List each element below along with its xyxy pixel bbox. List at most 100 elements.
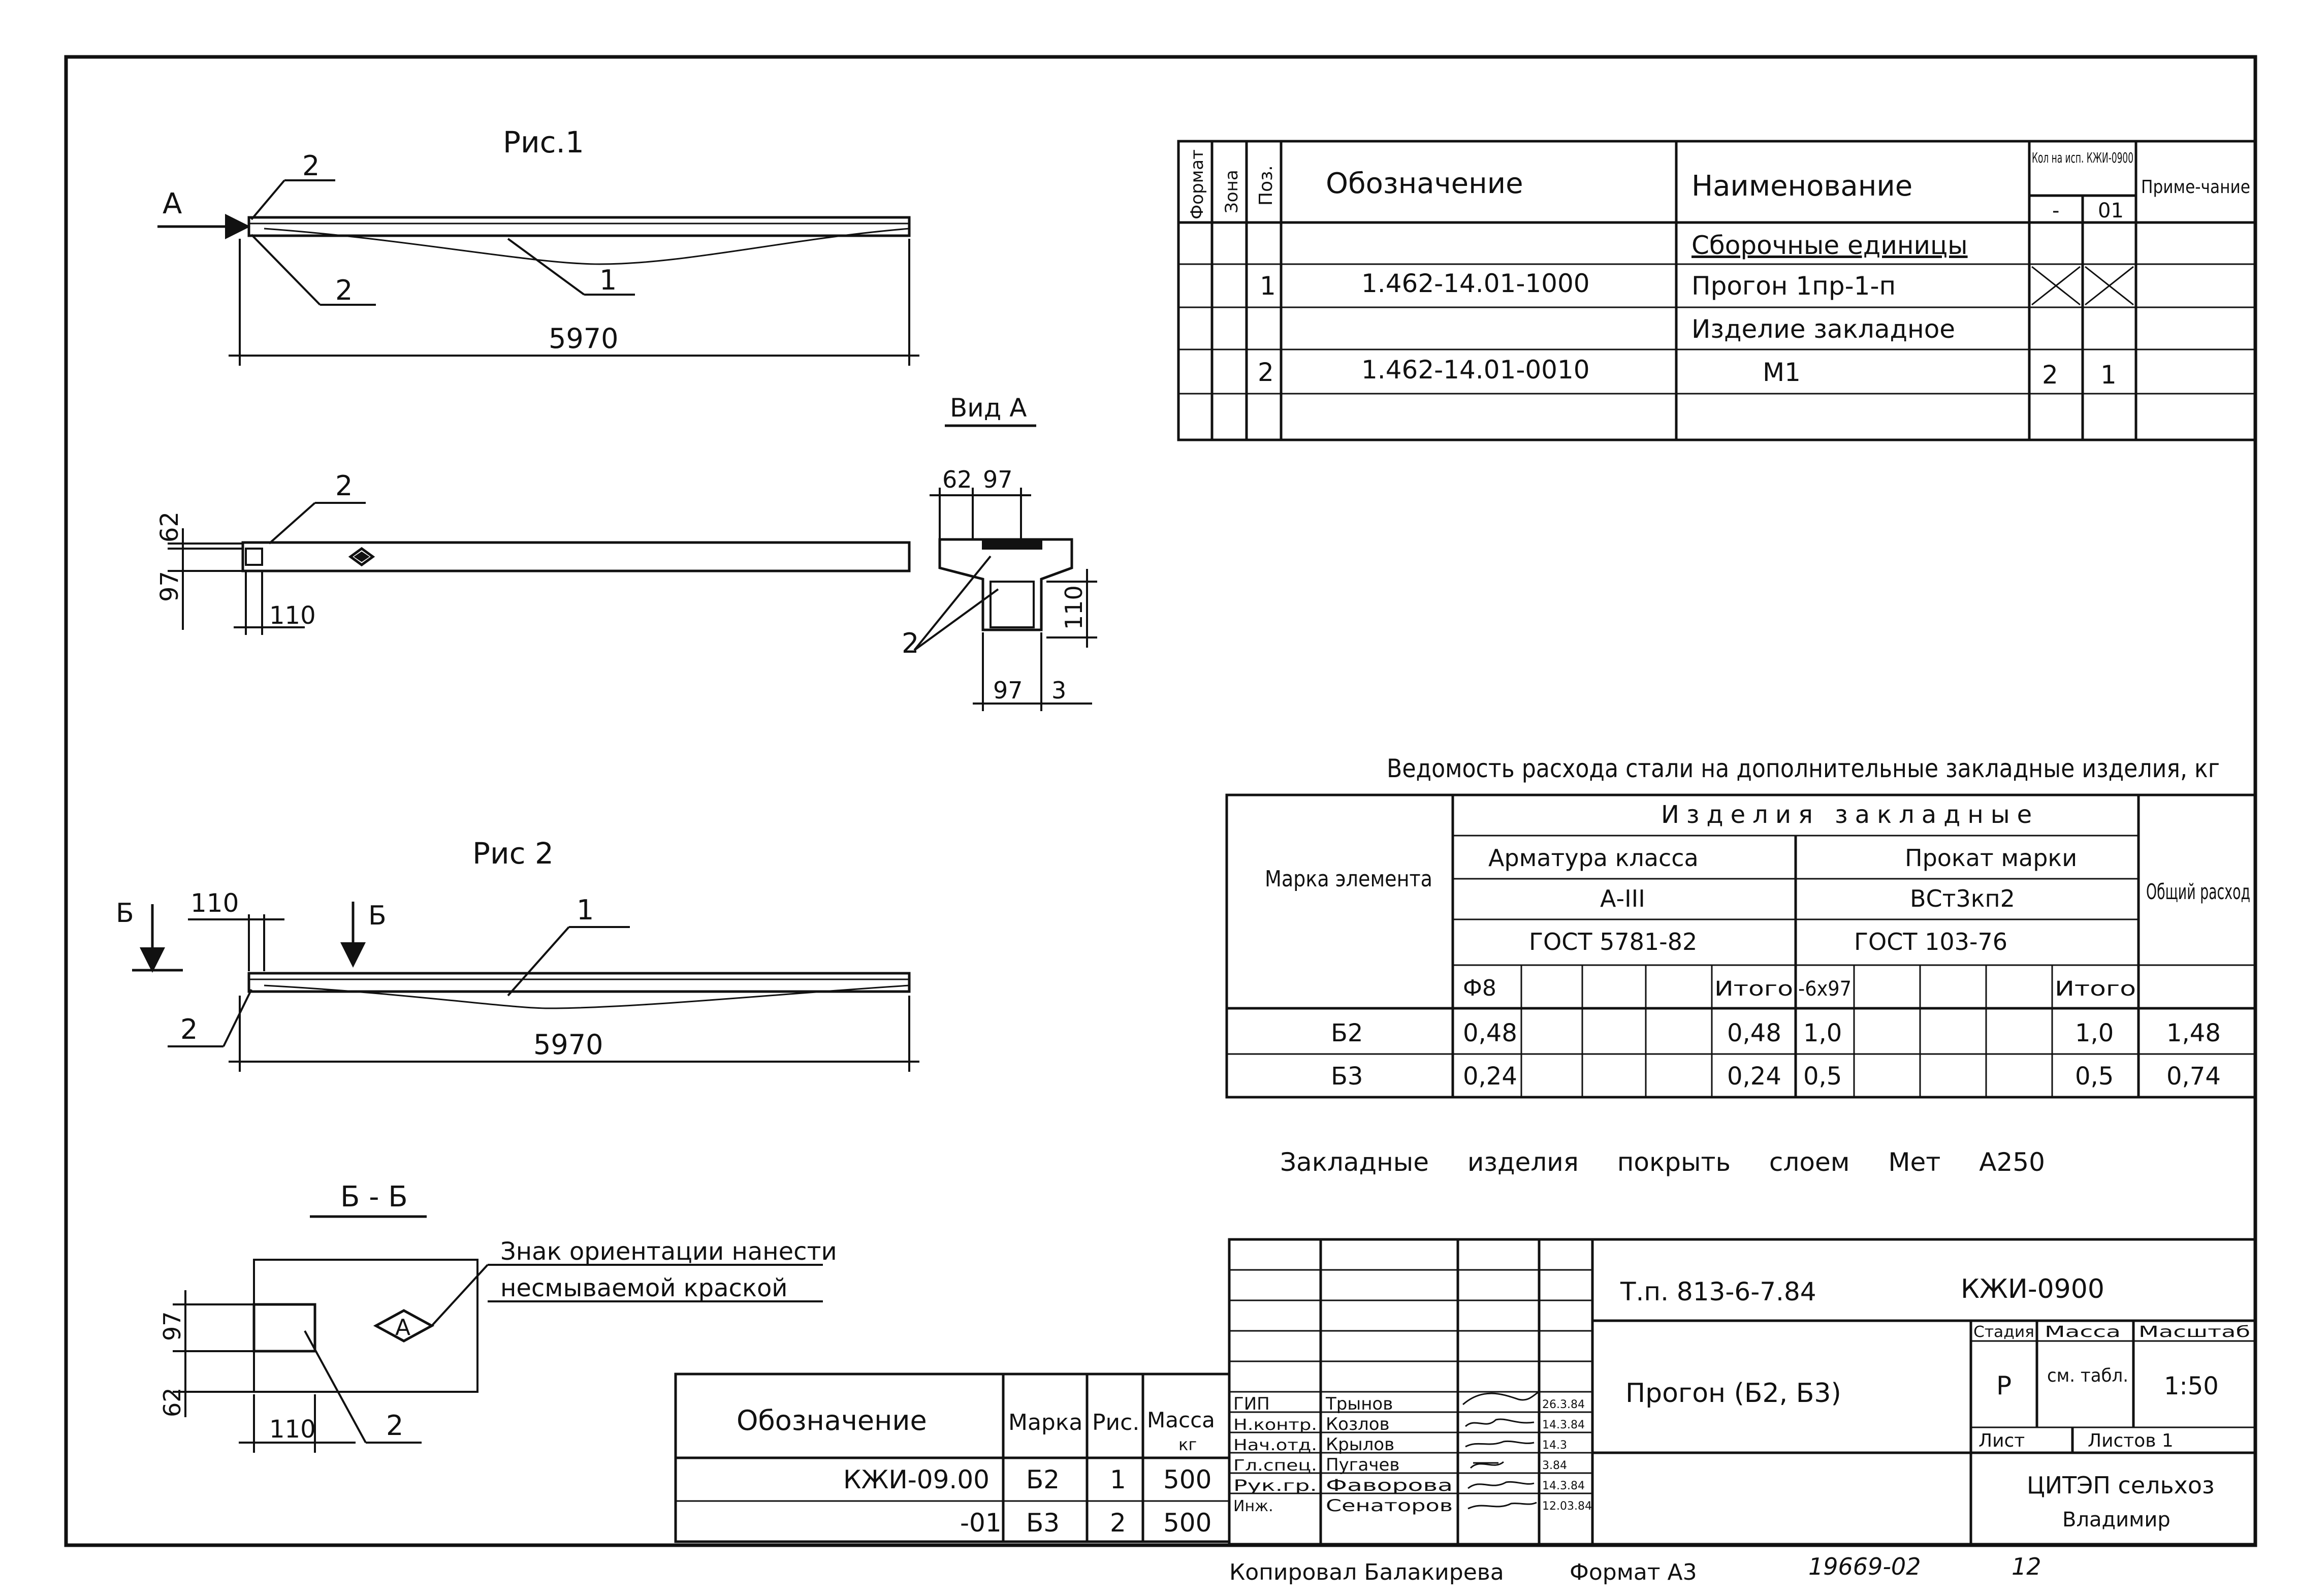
footer-number: 19669-02	[1808, 1553, 1921, 1580]
spec-h-format: Формат	[1187, 149, 1207, 219]
spec-row4-q2: 1	[2100, 360, 2117, 390]
spec-table-text: Формат Зона Поз. Обозначение Наименовани…	[1187, 149, 2250, 390]
plan-callout-2: 2	[335, 470, 353, 502]
spec-table	[1177, 140, 2257, 441]
sign-note-line1: Знак ориентации нанести	[500, 1237, 837, 1266]
tb-date-6: 12.03.84	[1542, 1500, 1592, 1513]
fig2: Рис 2 Б Б 110 1 2 5970	[116, 836, 919, 1072]
bb-callout-2: 2	[386, 1410, 403, 1442]
steel-r1-rolled: 1,0	[1803, 1019, 1842, 1047]
tb-name: Прогон (Б2, Б3)	[1625, 1378, 1841, 1409]
steel-r2-itogo1: 0,24	[1727, 1062, 1781, 1091]
tb-scale: 1:50	[2164, 1372, 2219, 1400]
mark-r1-mark: Б2	[1026, 1465, 1060, 1494]
spec-row2-designation: 1.462-14.01-1000	[1361, 269, 1590, 298]
mark-r1-fig: 1	[1110, 1465, 1126, 1494]
tb-stage: Р	[1996, 1371, 2012, 1400]
plan-dim-97: 97	[155, 571, 184, 602]
bb-dim-110: 110	[269, 1415, 316, 1444]
footer-copied: Копировал Балакирева	[1229, 1559, 1504, 1585]
mark-r2-designation: -01	[960, 1508, 1002, 1538]
steel-rolled: Прокат марки	[1905, 844, 2077, 872]
spec-h-name: Наименование	[1691, 170, 1912, 203]
tb-date-5: 14.3.84	[1542, 1480, 1585, 1492]
view-a-plan: 2 62 97 110	[155, 470, 911, 635]
tb-scale-h: Масштаб	[2139, 1323, 2250, 1341]
view-a-dim-97b: 97	[993, 677, 1023, 704]
spec-row4-designation: 1.462-14.01-0010	[1361, 355, 1590, 385]
mark-table-text: Обозначение Марка Рис. Масса кг КЖИ-09.0…	[737, 1405, 1215, 1538]
tb-name-3: Крылов	[1326, 1434, 1394, 1455]
fig1-title: Рис.1	[503, 125, 584, 159]
tb-date-2: 14.3.84	[1542, 1419, 1585, 1431]
fig1-callout-1: 1	[599, 264, 617, 296]
fig2-callout-2: 2	[180, 1013, 198, 1045]
fig2-beam	[247, 972, 911, 993]
mark-r1-designation: КЖИ-09.00	[843, 1465, 990, 1494]
footer-page: 12	[2012, 1553, 2041, 1580]
tb-sheets-h: Листов 1	[2088, 1430, 2174, 1451]
spec-row1-name: Сборочные единицы	[1691, 231, 1968, 260]
steel-table	[1225, 793, 2257, 1099]
spec-row4-pos: 2	[1258, 358, 1274, 387]
fig2-mark-b-right: Б	[368, 901, 387, 931]
sign-note-line2: несмываемой краской	[500, 1274, 788, 1302]
tb-role-1: ГИП	[1233, 1394, 1270, 1414]
steel-rolled-gost: ГОСТ 103-76	[1854, 928, 2007, 955]
mark-r2-mark: Б3	[1026, 1508, 1060, 1538]
mark-r2-mass: 500	[1163, 1508, 1211, 1538]
view-a-dim-3: 3	[1051, 677, 1066, 704]
footer-format: Формат А3	[1570, 1559, 1697, 1585]
tb-role-6: Инж.	[1233, 1497, 1273, 1515]
steel-rolled-grade: ВСт3кп2	[1910, 885, 2015, 912]
spec-row4-name: М1	[1763, 358, 1801, 387]
spec-row4-q1: 2	[2042, 360, 2058, 390]
mark-h-fig: Рис.	[1092, 1410, 1139, 1435]
view-a-title: Вид А	[950, 393, 1027, 423]
steel-col-6x97: -6x97	[1798, 977, 1852, 1001]
title-block-text: Т.п. 813-6-7.84 КЖИ-0900 Прогон (Б2, Б3)…	[1233, 1274, 2250, 1531]
tb-role-5: Рук.гр.	[1233, 1477, 1317, 1495]
view-a-dim-62: 62	[942, 466, 972, 493]
steel-total-header: Общий расход	[2146, 879, 2250, 904]
tb-role-4: Гл.спец.	[1233, 1457, 1317, 1475]
steel-rebar-gost: ГОСТ 5781-82	[1529, 928, 1697, 955]
bb-dim-62: 62	[158, 1387, 186, 1417]
view-a-dim-110: 110	[1060, 585, 1088, 630]
steel-title: Ведомость расхода стали на дополнительны…	[1387, 754, 2220, 783]
tb-stage-h: Стадия	[1973, 1323, 2034, 1341]
fig2-dim-5970: 5970	[533, 1029, 603, 1061]
view-a: Вид А 62 97 110 97 3 2	[902, 393, 1097, 711]
mark-r2-fig: 2	[1110, 1508, 1126, 1538]
fig1: Рис.1 А 2 2 1 5970	[157, 125, 919, 366]
view-a-callout-2: 2	[902, 627, 919, 659]
steel-r2-total: 0,74	[2166, 1062, 2221, 1091]
steel-rebar-grade: А-III	[1600, 885, 1645, 912]
tb-name-2: Козлов	[1326, 1414, 1390, 1434]
tb-name-1: Трынов	[1325, 1394, 1393, 1414]
spec-row3-name: Изделие закладное	[1691, 314, 1955, 344]
plan-dim-110: 110	[269, 601, 316, 630]
mark-h-mass-unit: кг	[1178, 1435, 1197, 1454]
steel-col-phi8: Ф8	[1463, 975, 1496, 1001]
tb-date-3: 14.3	[1542, 1439, 1567, 1452]
sign-letter: А	[395, 1315, 410, 1340]
tb-org2: Владимир	[2062, 1508, 2171, 1531]
plan-dim-62: 62	[155, 512, 184, 542]
fig1-callout-2b: 2	[335, 274, 353, 306]
steel-r1-itogo2: 1,0	[2075, 1019, 2114, 1047]
tb-code: КЖИ-0900	[1961, 1274, 2104, 1304]
spec-h-designation: Обозначение	[1326, 167, 1523, 200]
spec-h-qty: Кол на исп. КЖИ-0900	[2032, 149, 2133, 166]
fig1-arrow-label: А	[163, 187, 182, 220]
mark-table	[674, 1372, 1231, 1543]
tb-project: Т.п. 813-6-7.84	[1620, 1277, 1816, 1306]
spec-h-qty-01: 01	[2098, 199, 2124, 222]
bb-dim-97: 97	[158, 1311, 186, 1341]
steel-r2-phi8: 0,24	[1463, 1062, 1517, 1091]
steel-r1-phi8: 0,48	[1463, 1019, 1517, 1047]
section-bb: Б - Б А Знак ориентации нанести несмывае…	[158, 1180, 837, 1453]
tb-name-5: Фаворова	[1326, 1476, 1453, 1495]
spec-h-note: Приме-чание	[2141, 177, 2250, 198]
